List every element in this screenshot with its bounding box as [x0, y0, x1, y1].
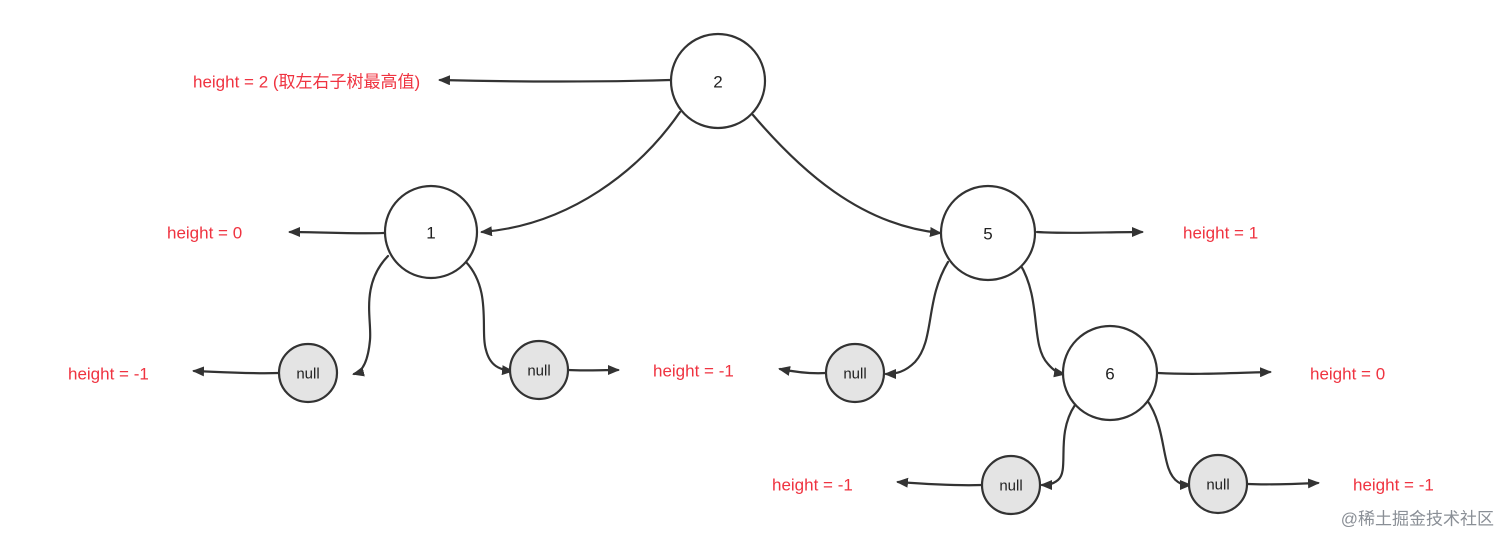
node-5: 5: [939, 184, 1037, 282]
height-arrow-null-6-left: [896, 477, 984, 488]
height-arrow-null-5-left: [778, 366, 828, 376]
edge-1-to-null-right: [464, 260, 514, 376]
edge-2-to-5: [751, 113, 942, 237]
null-node-6-right: null: [1187, 453, 1249, 515]
height-arrow-5: [1035, 227, 1144, 238]
height-label-root: height = 2 (取左右子树最高值): [193, 73, 420, 92]
null-node-1-left: null: [277, 342, 339, 404]
null-node-1-left-label: null: [296, 366, 319, 383]
height-arrow-root: [438, 75, 672, 86]
node-2-value: 2: [713, 73, 722, 92]
edge-5-to-6: [1018, 262, 1066, 378]
null-node-5-left-label: null: [843, 366, 866, 383]
height-label-6: height = 0: [1310, 365, 1385, 384]
height-label-5: height = 1: [1183, 224, 1258, 243]
node-2: 2: [669, 32, 767, 130]
node-6-value: 6: [1105, 365, 1114, 384]
height-label-null-6-right: height = -1: [1353, 476, 1434, 495]
edge-1-to-null-left: [352, 254, 390, 377]
edge-6-to-null-left: [1040, 403, 1077, 490]
height-label-null-1-left: height = -1: [68, 365, 149, 384]
null-node-1-right: null: [508, 339, 570, 401]
height-arrow-null-6-right: [1246, 478, 1320, 489]
height-label-null-6-left: height = -1: [772, 476, 853, 495]
height-arrow-1: [288, 227, 386, 238]
node-6: 6: [1061, 324, 1159, 422]
height-label-1: height = 0: [167, 224, 242, 243]
edge-6-to-null-right: [1145, 398, 1192, 490]
null-node-5-left: null: [824, 342, 886, 404]
edge-5-to-null-left: [884, 260, 950, 379]
null-node-6-right-label: null: [1206, 477, 1229, 494]
node-5-value: 5: [983, 225, 992, 244]
edge-2-to-1: [480, 110, 682, 237]
node-1: 1: [383, 184, 479, 280]
node-1-value: 1: [426, 224, 435, 243]
height-arrow-null-1-left: [192, 366, 281, 377]
height-arrow-6: [1156, 367, 1272, 378]
null-node-6-left-label: null: [999, 478, 1022, 495]
null-node-1-right-label: null: [527, 363, 550, 380]
null-node-6-left: null: [980, 454, 1042, 516]
watermark: @稀土掘金技术社区: [1341, 510, 1494, 529]
height-label-null-1-right: height = -1: [653, 362, 734, 381]
